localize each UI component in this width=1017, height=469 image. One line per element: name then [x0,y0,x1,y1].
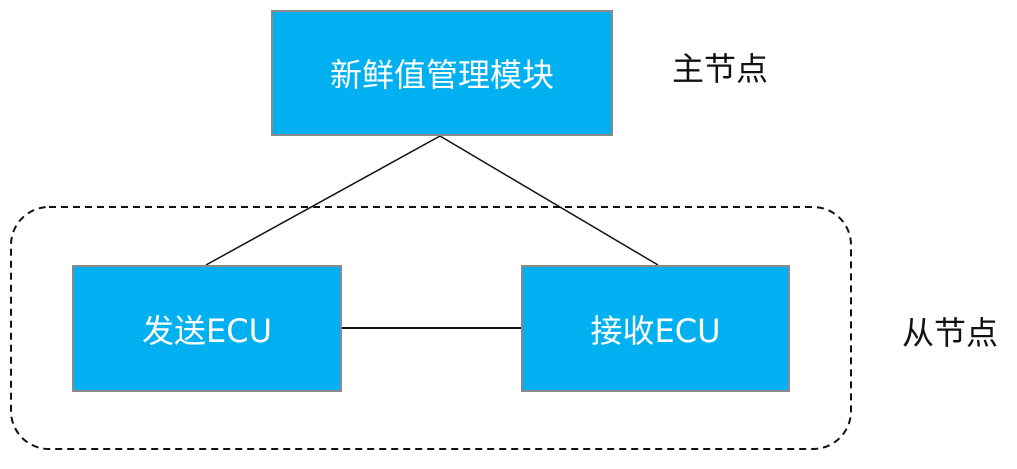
receiver-ecu-label: 接收ECU [590,311,721,350]
master-node-role-label: 主节点 [672,50,769,88]
slave-node-role-label: 从节点 [902,314,999,352]
sender-ecu-label: 发送ECU [142,311,272,350]
freshness-value-manager-node: 新鲜值管理模块 [271,10,613,136]
edge-master-receiver [439,135,659,266]
sender-ecu-node: 发送ECU [72,265,342,392]
slave-group-outline [10,206,852,450]
edge-master-sender [205,135,441,266]
receiver-ecu-node: 接收ECU [521,265,790,392]
freshness-value-manager-label: 新鲜值管理模块 [329,56,554,94]
